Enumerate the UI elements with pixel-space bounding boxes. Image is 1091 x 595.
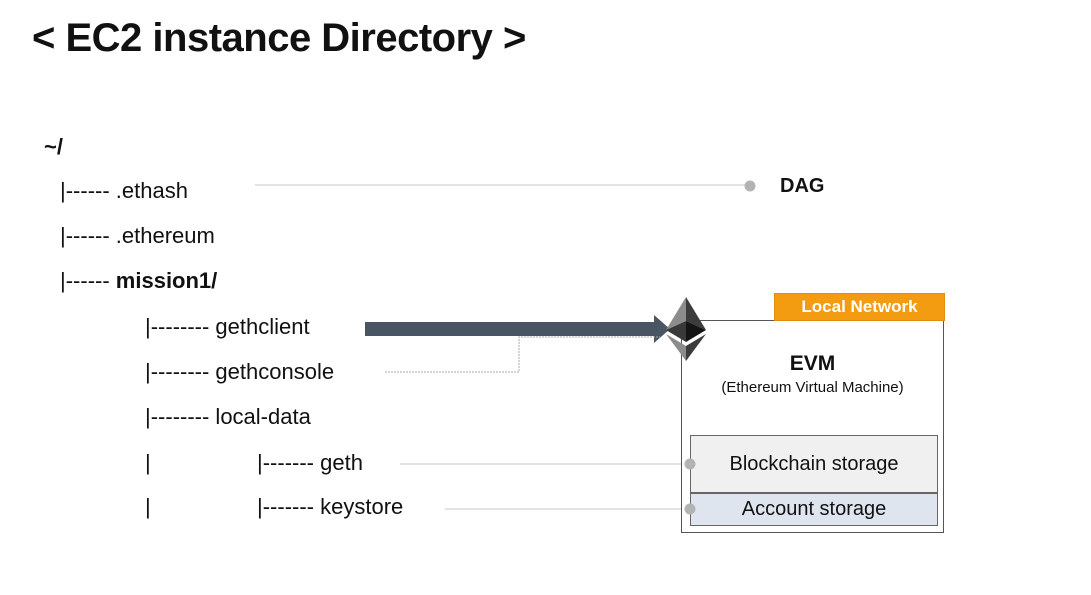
evm-subtitle: (Ethereum Virtual Machine) bbox=[721, 379, 904, 396]
tree-item-mission1: |------ mission1/ bbox=[60, 268, 217, 294]
gethconsole-connector bbox=[385, 336, 660, 373]
tree-bar-keystore: | bbox=[145, 494, 151, 519]
evm-title: EVM bbox=[789, 352, 836, 375]
tree-item-gethclient: |-------- gethclient bbox=[145, 314, 310, 339]
tree-item-ethash: |------ .ethash bbox=[60, 178, 188, 203]
tree-item-ethereum: |------ .ethereum bbox=[60, 223, 215, 248]
tree-item-gethconsole: |-------- gethconsole bbox=[145, 359, 335, 384]
tree-item-keystore: |------- keystore bbox=[257, 494, 404, 519]
tree-item-local-data: |-------- local-data bbox=[145, 404, 311, 429]
tree-root: ~/ bbox=[44, 134, 63, 159]
gethclient-arrow-head bbox=[654, 315, 670, 343]
ethereum-logo-icon bbox=[666, 297, 706, 361]
account-storage-box: Account storage bbox=[690, 493, 938, 526]
blockchain-storage-box: Blockchain storage bbox=[690, 435, 938, 493]
tree-bar-geth: | bbox=[145, 450, 151, 475]
page-title: < EC2 instance Directory > bbox=[32, 16, 526, 60]
tree-item-mission1-name: mission1/ bbox=[115, 268, 218, 293]
keystore-connector-dot bbox=[684, 503, 696, 515]
dag-connector-dot bbox=[744, 180, 756, 192]
geth-connector-dot bbox=[684, 458, 696, 470]
local-network-badge: Local Network bbox=[774, 293, 945, 321]
tree-item-geth: |------- geth bbox=[257, 450, 363, 475]
gethclient-arrow-shaft bbox=[365, 322, 655, 336]
dag-label: DAG bbox=[780, 175, 825, 197]
tree-item-mission1-prefix: |------ bbox=[60, 268, 116, 293]
